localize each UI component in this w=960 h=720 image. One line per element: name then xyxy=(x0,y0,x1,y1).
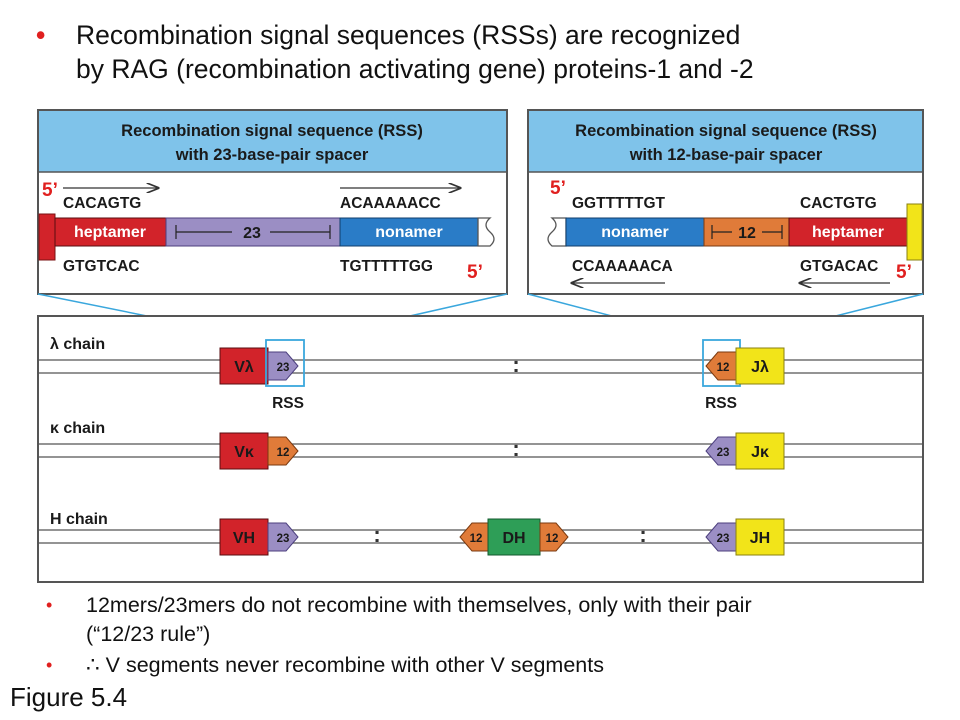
j-segment xyxy=(735,432,785,470)
heptamer-block xyxy=(54,217,167,247)
rss-length-label: 23 xyxy=(717,447,730,459)
rss-23-arrow xyxy=(267,522,299,552)
dna-break-icon xyxy=(547,217,567,247)
j-segment-label: JH xyxy=(750,530,770,547)
panel-12-spacer: Recombination signal sequence (RSS) with… xyxy=(527,109,924,295)
rss-highlight-box xyxy=(265,339,305,387)
sequence-nonamer-bottom: TGTTTTTGG xyxy=(340,258,433,275)
panel-title-line-1: Recombination signal sequence (RSS) xyxy=(121,122,423,140)
kappa-locus: κ chain Vκ 12 : 23 Jκ xyxy=(38,420,923,470)
intro-text: Recombination signal sequences (RSSs) ar… xyxy=(76,18,936,86)
five-prime-label: 5’ xyxy=(467,262,483,283)
sequence-heptamer-bottom: GTGACAC xyxy=(800,258,878,275)
gap-dots: : xyxy=(639,522,646,547)
gap-dots: : xyxy=(373,522,380,547)
gap-dots: : xyxy=(512,352,519,377)
bullet-marker: • xyxy=(46,595,53,615)
rss-length-label: 12 xyxy=(470,533,483,545)
coding-segment-block xyxy=(906,203,923,261)
note-line-1b: (“12/23 rule”) xyxy=(86,622,211,646)
panel-title-line-1: Recombination signal sequence (RSS) xyxy=(575,122,877,140)
nonamer-block xyxy=(565,217,705,247)
v-segment-label: Vκ xyxy=(234,444,254,461)
rss-label: RSS xyxy=(705,395,737,412)
heavy-locus: H chain VH 23 : 12 DH 12 : 23 JH xyxy=(38,511,923,556)
v-segment xyxy=(219,347,269,385)
rss-length-label: 23 xyxy=(277,362,290,374)
j-segment-label: Jλ xyxy=(751,359,769,376)
j-segment-label: Jκ xyxy=(751,444,769,461)
d-segment-label: DH xyxy=(502,530,525,547)
nonamer-label: nonamer xyxy=(601,224,669,241)
rss-label: RSS xyxy=(272,395,304,412)
heptamer-label: heptamer xyxy=(74,224,146,241)
v-segment xyxy=(219,518,269,556)
five-prime-label: 5’ xyxy=(42,180,58,201)
nonamer-block xyxy=(339,217,479,247)
v-segment-label: Vλ xyxy=(234,359,254,376)
heptamer-label: heptamer xyxy=(812,224,884,241)
panel-title-line-2: with 12-base-pair spacer xyxy=(629,146,823,164)
lambda-chain-label: λ chain xyxy=(50,336,105,353)
sequence-nonamer-bottom: CCAAAAACA xyxy=(572,258,673,275)
nonamer-label: nonamer xyxy=(375,224,443,241)
coding-segment-block xyxy=(38,213,56,261)
five-prime-label: 5’ xyxy=(896,262,912,283)
rss-12-arrow xyxy=(267,436,299,466)
spacer-length-label: 23 xyxy=(243,225,261,242)
panel-title-line-2: with 23-base-pair spacer xyxy=(175,146,369,164)
sequence-nonamer-top: ACAAAAACC xyxy=(340,195,441,212)
lambda-locus: λ chain Vλ 23 RSS : 12 Jλ RSS xyxy=(38,336,923,412)
rss-12-arrow xyxy=(539,522,569,552)
bullet-marker: • xyxy=(46,655,53,675)
sequence-heptamer-bottom: GTGTCAC xyxy=(63,258,140,275)
note-line-1a: 12mers/23mers do not recombine with them… xyxy=(86,593,752,617)
d-segment xyxy=(487,518,541,556)
v-segment-label: VH xyxy=(233,530,255,547)
j-segment xyxy=(735,347,785,385)
kappa-chain-label: κ chain xyxy=(50,420,105,437)
panel-header xyxy=(39,111,506,172)
intro-line-1: Recombination signal sequences (RSSs) ar… xyxy=(76,20,741,50)
loci-panel: λ chain Vλ 23 RSS : 12 Jλ RSS κ chain Vκ xyxy=(37,315,924,583)
heptamer-block xyxy=(788,217,908,247)
rss-length-label: 12 xyxy=(717,362,730,374)
heavy-chain-label: H chain xyxy=(50,511,108,528)
bullet-marker: • xyxy=(36,20,46,50)
panel-23-spacer: Recombination signal sequence (RSS) with… xyxy=(37,109,508,295)
figure-label: Figure 5.4 xyxy=(10,682,128,712)
intro-line-2: by RAG (recombination activating gene) p… xyxy=(76,54,754,84)
rss-23-arrow xyxy=(267,351,299,381)
j-segment xyxy=(735,518,785,556)
sequence-heptamer-top: CACTGTG xyxy=(800,195,877,212)
sequence-heptamer-top: CACAGTG xyxy=(63,195,141,212)
spacer-length-label: 12 xyxy=(738,225,756,242)
note-line-2: ∴ V segments never recombine with other … xyxy=(86,653,604,677)
dna-break-icon xyxy=(477,217,495,247)
rss-length-label: 23 xyxy=(717,533,730,545)
panel-header xyxy=(529,111,922,172)
rss-length-label: 12 xyxy=(546,533,559,545)
five-prime-label: 5’ xyxy=(550,178,566,199)
rss-length-label: 23 xyxy=(277,533,290,545)
sequence-nonamer-top: GGTTTTTGT xyxy=(572,195,666,212)
rss-length-label: 12 xyxy=(277,447,290,459)
gap-dots: : xyxy=(512,436,519,461)
